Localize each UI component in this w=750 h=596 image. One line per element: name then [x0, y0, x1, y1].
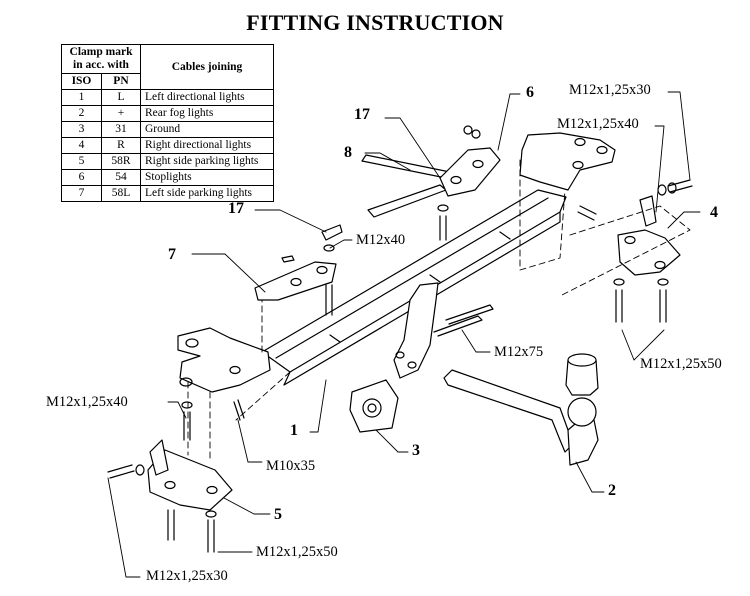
part-number-3: 3 — [412, 442, 420, 459]
part-number-4: 4 — [710, 204, 718, 221]
pn-cell: + — [100, 105, 142, 122]
plate-part-5 — [147, 439, 233, 511]
cable-cell: Right directional lights — [140, 137, 274, 154]
bolt-label-m12x40: M12x40 — [356, 232, 406, 248]
bolt-label-top-right-2: M12x1,25x40 — [557, 116, 639, 132]
left-bracket-plate — [177, 327, 271, 393]
bolt-label-m10x35: M10x35 — [266, 458, 316, 474]
bolt-set — [107, 125, 693, 553]
bolt-label-right-bottom: M12x1,25x50 — [640, 356, 722, 372]
part-number-1: 1 — [290, 422, 298, 439]
table-row: 7 58L Left side parking lights — [61, 185, 274, 202]
leader-lines — [107, 91, 701, 578]
plate-part-4 — [617, 195, 681, 276]
part-number-6: 6 — [526, 84, 534, 101]
cables-joining-header: Cables joining — [140, 44, 274, 90]
socket-plate-part-3 — [349, 379, 399, 433]
strip-part-8 — [361, 154, 451, 218]
plate-part-7 — [254, 255, 337, 301]
assembly-guide-lines — [187, 159, 691, 461]
part-number-8: 8 — [344, 144, 352, 161]
bolt-label-left-bottom-50: M12x1,25x50 — [256, 544, 338, 560]
pn-cell: 58L — [100, 185, 142, 202]
part-number-17-top: 17 — [354, 106, 370, 123]
table-row: 6 54 Stoplights — [61, 169, 274, 186]
bolts-m12x75 — [433, 304, 494, 337]
cable-cell: Right side parking lights — [140, 153, 274, 170]
clamp-mark-header: Clamp mark in acc. with — [61, 44, 141, 74]
bolt-label-left-bottom-30: M12x1,25x30 — [146, 568, 228, 584]
pn-cell: 58R — [100, 153, 142, 170]
table-row: 5 58R Right side parking lights — [61, 153, 274, 170]
part-number-17-left: 17 — [228, 200, 244, 217]
part-number-5: 5 — [274, 506, 282, 523]
part-number-2: 2 — [608, 482, 616, 499]
cable-cell: Stoplights — [140, 169, 274, 186]
tow-ball-neck-part-2 — [443, 353, 599, 466]
page-title: FITTING INSTRUCTION — [246, 10, 504, 35]
clamp-plate-17-top — [321, 147, 501, 241]
pn-header: PN — [100, 73, 142, 90]
bolt-label-m12x75: M12x75 — [494, 344, 544, 360]
cable-cell: Left side parking lights — [140, 185, 274, 202]
right-bracket-plate — [519, 132, 616, 191]
clamp-table: Clamp mark in acc. with Cables joining I… — [61, 44, 274, 202]
table-row: 4 R Right directional lights — [61, 137, 274, 154]
part-number-7: 7 — [168, 246, 176, 263]
bolt-label-left-mid: M12x1,25x40 — [46, 394, 128, 410]
center-drop-bracket — [393, 282, 439, 379]
bolt-label-top-right: M12x1,25x30 — [569, 82, 651, 98]
crossbar-beam — [261, 189, 567, 386]
